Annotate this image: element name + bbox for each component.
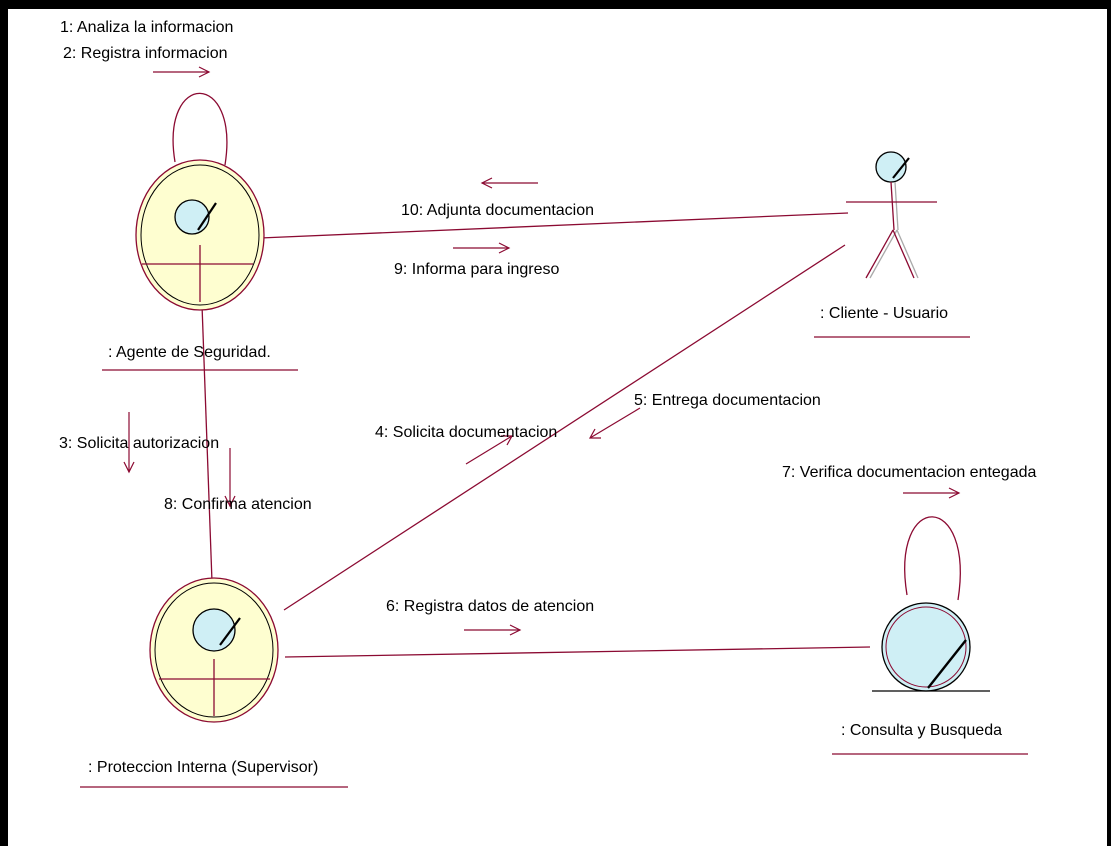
arrow-msg-4 xyxy=(465,435,514,465)
object-agente-seguridad[interactable] xyxy=(135,159,265,311)
object-proteccion-interna[interactable] xyxy=(149,577,279,723)
object-label-consulta: : Consulta y Busqueda xyxy=(841,722,1002,739)
object-consulta-busqueda[interactable] xyxy=(872,602,990,692)
arrow-msg-9 xyxy=(453,242,511,254)
actor-cliente-usuario[interactable] xyxy=(846,151,937,279)
link-proteccion-cliente[interactable] xyxy=(283,244,846,611)
arrow-msg-8 xyxy=(224,448,236,508)
message-5-label: 5: Entrega documentacion xyxy=(634,392,821,409)
arrow-msg-7 xyxy=(903,487,961,499)
arrow-msg-6 xyxy=(464,624,522,636)
link-agente-proteccion[interactable] xyxy=(201,304,213,583)
self-link-consulta[interactable] xyxy=(904,516,961,601)
link-agente-cliente[interactable] xyxy=(259,212,849,239)
message-6-label: 6: Registra datos de atencion xyxy=(386,598,594,615)
arrow-msg-5 xyxy=(588,407,641,439)
arrow-msg-3 xyxy=(123,412,135,474)
object-label-agente: : Agente de Seguridad. xyxy=(108,344,271,361)
message-8-label: 8: Confirma atencion xyxy=(164,496,312,513)
link-proteccion-consulta[interactable] xyxy=(284,646,871,658)
self-link-agente[interactable] xyxy=(172,92,228,166)
arrow-msg-1-2 xyxy=(153,66,211,78)
message-1-label: 1: Analiza la informacion xyxy=(60,19,233,36)
arrow-msg-10 xyxy=(480,177,538,189)
message-9-label: 9: Informa para ingreso xyxy=(394,261,560,278)
message-2-label: 2: Registra informacion xyxy=(63,45,228,62)
window-frame-left xyxy=(0,0,8,846)
object-label-cliente: : Cliente - Usuario xyxy=(820,305,948,322)
window-frame-top xyxy=(0,0,1111,9)
message-10-label: 10: Adjunta documentacion xyxy=(401,202,594,219)
message-7-label: 7: Verifica documentacion entegada xyxy=(782,464,1037,481)
object-label-proteccion: : Proteccion Interna (Supervisor) xyxy=(88,759,318,776)
message-4-label: 4: Solicita documentacion xyxy=(375,424,557,441)
window-frame-right xyxy=(1107,0,1111,846)
message-3-label: 3: Solicita autorizacion xyxy=(59,435,219,452)
